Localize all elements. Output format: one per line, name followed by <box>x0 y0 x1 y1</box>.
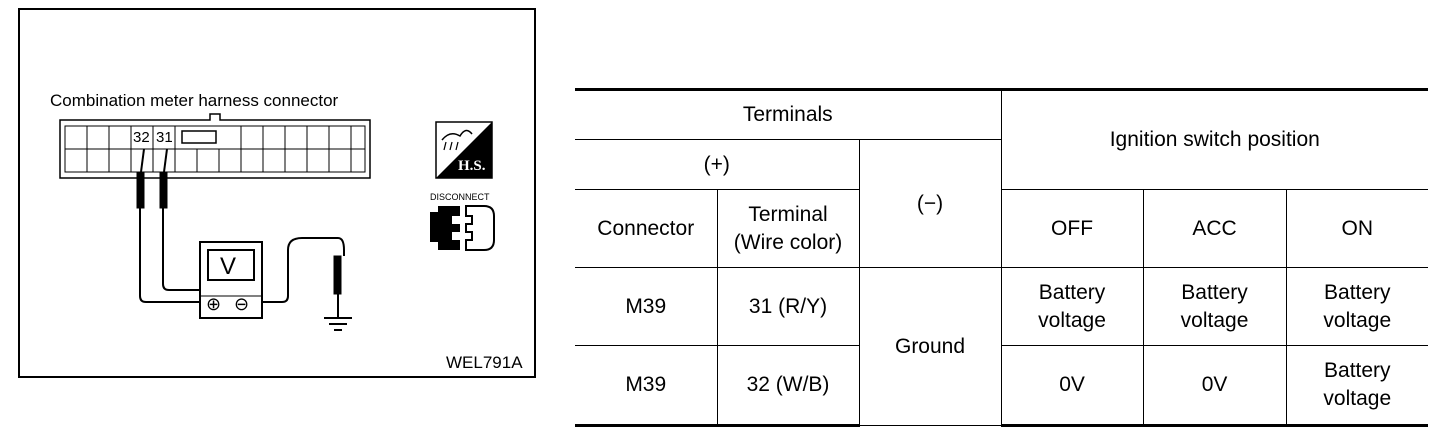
terminal-header-line2: (Wire color) <box>733 230 843 254</box>
hs-label: H.S. <box>458 158 486 174</box>
terminals-header: Terminals <box>575 88 1002 140</box>
row1-on-line2: voltage <box>1323 308 1392 332</box>
row1-acc-line2: voltage <box>1180 308 1249 332</box>
ground-lead <box>262 237 345 318</box>
off-header: OFF <box>1000 189 1144 268</box>
connector-header: Connector <box>575 189 718 268</box>
row2-terminal: 32 (W/B) <box>716 345 860 427</box>
on-header: ON <box>1285 189 1429 268</box>
disconnect-label: DISCONNECT <box>430 192 490 202</box>
table-row: M39 31 (R/Y) Ground Battery voltage Batt… <box>575 267 1429 426</box>
row1-terminal: 31 (R/Y) <box>716 267 860 346</box>
row1-off: Battery voltage <box>1000 267 1144 346</box>
minus-terminal-icon: ⊖ <box>234 294 249 314</box>
disconnect-icon <box>430 205 495 251</box>
row2-off: 0V <box>1000 345 1144 427</box>
voltage-check-table: Terminals Ignition switch position (+) (… <box>575 88 1429 427</box>
plus-header: (+) <box>575 139 860 190</box>
row1-on-line1: Battery <box>1324 280 1391 304</box>
diagram-drawing: Combination meter harness connector 32 3… <box>50 91 523 372</box>
row1-acc: Battery voltage <box>1142 267 1287 346</box>
header-row-3: Connector Terminal (Wire color) OFF ACC … <box>575 189 1429 268</box>
row2-on-line2: voltage <box>1323 387 1392 410</box>
pin-label-32: 32 <box>133 129 150 146</box>
row1-connector: M39 <box>575 267 718 346</box>
row1-on: Battery voltage <box>1285 267 1429 346</box>
ground-symbol-icon <box>324 317 352 331</box>
row2-on: Battery voltage <box>1285 345 1429 427</box>
voltmeter <box>199 241 263 319</box>
row1-acc-line1: Battery <box>1181 280 1248 304</box>
ground-cell: Ground <box>858 267 1002 426</box>
acc-header: ACC <box>1142 189 1287 268</box>
row2-on-line1: Battery <box>1324 359 1391 382</box>
pin-label-31: 31 <box>156 129 173 146</box>
header-row-1: Terminals Ignition switch position <box>575 88 1429 190</box>
table-row: M39 32 (W/B) 0V 0V Battery voltage <box>575 345 1429 427</box>
hs-icon: H.S. <box>435 121 493 179</box>
row1-off-line1: Battery <box>1038 280 1106 304</box>
row2-acc: 0V <box>1142 345 1287 427</box>
wiring-diagram: Combination meter harness connector 32 3… <box>18 8 536 378</box>
terminal-header-line1: Terminal <box>748 202 828 226</box>
harness-connector <box>59 113 371 179</box>
test-probes <box>136 148 206 303</box>
header-row-2: (+) (−) <box>575 139 1428 268</box>
voltmeter-symbol: V <box>220 253 236 280</box>
minus-header: (−) <box>858 139 1002 268</box>
plus-terminal-icon: ⊕ <box>206 294 221 314</box>
figure-code: WEL791A <box>446 353 523 372</box>
terminal-header: Terminal (Wire color) <box>716 189 860 268</box>
row1-off-line2: voltage <box>1038 308 1106 332</box>
ignition-switch-header: Ignition switch position <box>1000 88 1429 190</box>
row2-connector: M39 <box>575 345 718 427</box>
connector-label: Combination meter harness connector <box>50 91 339 110</box>
